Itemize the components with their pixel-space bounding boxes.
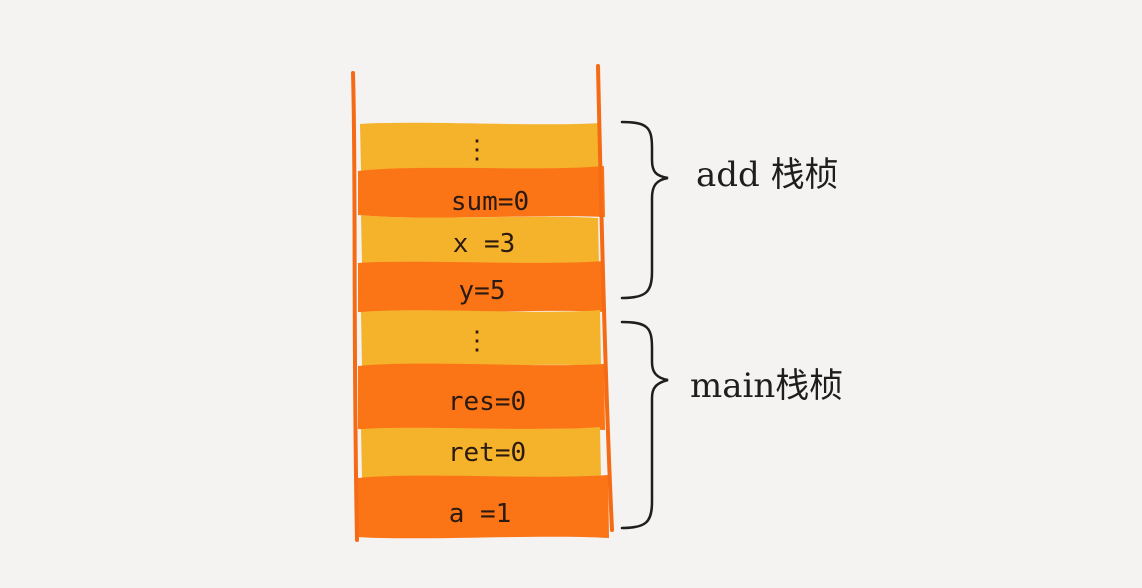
stack-cell-6 (361, 427, 601, 480)
cell-label-7: a =1 (449, 499, 512, 529)
stack-cell-5 (358, 363, 605, 431)
stack-cell-2 (361, 215, 599, 266)
cell-label-0: ⋮ (464, 135, 490, 165)
cell-label-4: ⋮ (464, 326, 490, 356)
cell-label-5: res=0 (448, 387, 526, 417)
cell-label-2: x =3 (453, 229, 516, 259)
add-frame-label: add 栈桢 (696, 155, 839, 195)
stack-cell-7 (358, 475, 609, 539)
main-frame-brace (620, 320, 669, 530)
cell-label-1: sum=0 (451, 187, 529, 217)
cell-labels: ⋮ sum=0 x =3 y=5 ⋮ res=0 ret=0 a =1 (448, 135, 529, 529)
cell-label-6: ret=0 (448, 438, 526, 468)
stack-cells (358, 122, 609, 539)
stack-cell-1 (358, 166, 605, 218)
stack-cell-3 (358, 261, 605, 314)
stack-left-wall (351, 71, 359, 542)
stack-right-wall (596, 64, 614, 532)
stack-cell-0 (360, 122, 601, 173)
cell-label-3: y=5 (459, 276, 506, 306)
add-frame-brace (620, 120, 669, 300)
stack-cell-4 (361, 310, 601, 368)
main-frame-label: main栈桢 (690, 366, 843, 406)
